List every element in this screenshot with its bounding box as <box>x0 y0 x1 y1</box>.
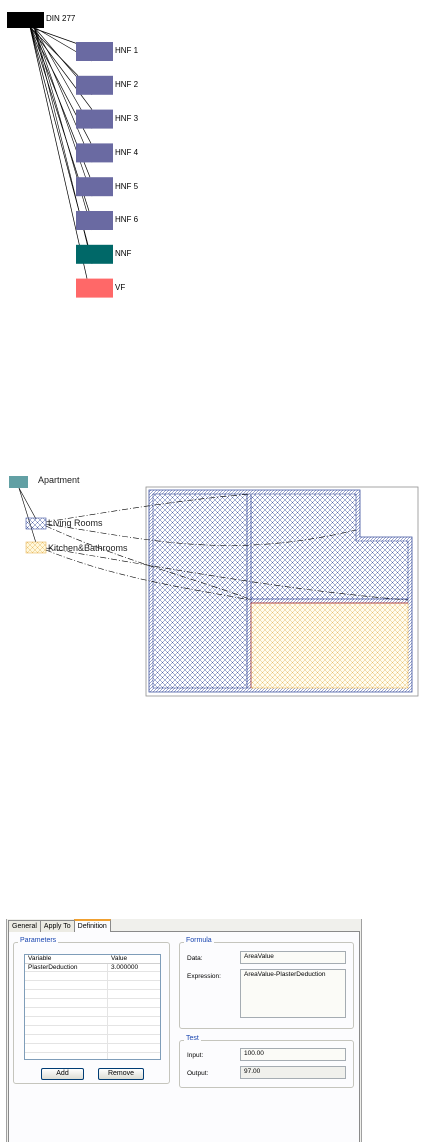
tab-apply-to[interactable]: Apply To <box>39 920 75 932</box>
apartment-plan-diagram <box>9 476 419 697</box>
parameters-grid[interactable]: Variable Value PlasterDeduction 3.000000 <box>24 954 161 1060</box>
tree-node-nnf <box>76 244 113 264</box>
empty-row <box>25 1036 160 1044</box>
empty-row <box>25 1018 160 1026</box>
data-field[interactable]: AreaValue <box>240 951 346 964</box>
empty-row <box>25 973 160 981</box>
hnf5-label: HNF 5 <box>115 182 139 191</box>
nnf-label: NNF <box>115 249 132 258</box>
input-label: Input: <box>187 1052 204 1059</box>
tree-link <box>29 26 93 110</box>
living-connector-1 <box>45 493 251 523</box>
din277-root-node <box>7 12 44 28</box>
hnf2-label: HNF 2 <box>115 80 139 89</box>
kitchen-connector-2 <box>45 549 251 601</box>
empty-row <box>25 1045 160 1053</box>
parameters-group: Parameters <box>13 937 170 1084</box>
tree-node-vf <box>76 278 113 298</box>
kitchen-label: Kitchen&Bathrooms <box>48 543 128 553</box>
din277-tree <box>7 12 113 298</box>
parameters-group-title: Parameters <box>18 937 59 944</box>
empty-row <box>25 1027 160 1035</box>
room-kitchen-hatch <box>250 602 409 689</box>
grid-header-row: Variable Value <box>25 955 160 964</box>
tree-link <box>29 26 79 77</box>
living-rooms-label: Living Rooms <box>48 518 103 528</box>
hnf4-label: HNF 4 <box>115 148 139 157</box>
tree-link <box>33 26 93 197</box>
hnf3-label: HNF 3 <box>115 114 139 123</box>
tree-node-hnf-5 <box>76 177 113 197</box>
tree-node-hnf-2 <box>76 75 113 95</box>
empty-row <box>25 991 160 999</box>
add-button[interactable]: Add <box>41 1068 84 1080</box>
vf-label: VF <box>115 283 126 292</box>
empty-row <box>25 1000 160 1008</box>
din277-root-label: DIN 277 <box>46 14 76 23</box>
remove-button[interactable]: Remove <box>98 1068 144 1080</box>
formula-group: Formula <box>179 937 354 1029</box>
formula-group-title: Formula <box>184 937 214 944</box>
tree-node-hnf-6 <box>76 211 113 230</box>
output-label: Output: <box>187 1070 209 1077</box>
table-row[interactable]: PlasterDeduction 3.000000 <box>25 964 160 972</box>
data-label: Data: <box>187 955 203 962</box>
tree-node-hnf-4 <box>76 143 113 163</box>
apartment-node <box>9 476 28 488</box>
tab-general[interactable]: General <box>8 920 41 932</box>
test-group-title: Test <box>184 1035 201 1042</box>
empty-row <box>25 982 160 990</box>
living-connector-2 <box>45 523 357 546</box>
tree-node-hnf-1 <box>76 42 113 61</box>
hnf1-label: HNF 1 <box>115 46 139 55</box>
dialog-tabs: General Apply To Definition <box>8 919 111 932</box>
column-header-value[interactable]: Value <box>111 955 128 962</box>
cell-value[interactable]: 3.000000 <box>111 964 139 971</box>
kitchen-node-hatch <box>26 542 46 553</box>
apt-link-kitchen <box>18 487 37 544</box>
cell-variable[interactable]: PlasterDeduction <box>28 964 78 971</box>
apartment-label: Apartment <box>38 475 80 485</box>
tree-node-hnf-3 <box>76 109 113 129</box>
output-field: 97.00 <box>240 1066 346 1079</box>
expression-field[interactable]: AreaValue-PlasterDeduction <box>240 969 346 1018</box>
test-group: Test <box>179 1035 354 1088</box>
tab-definition[interactable]: Definition <box>73 919 111 932</box>
tree-link <box>29 26 79 45</box>
empty-row <box>25 1009 160 1017</box>
apt-link-living <box>18 487 37 520</box>
hnf6-label: HNF 6 <box>115 215 139 224</box>
living-rooms-node <box>25 517 47 530</box>
interior-wall-horizontal <box>250 598 409 604</box>
expression-label: Expression: <box>187 973 221 980</box>
tree-link <box>33 26 93 163</box>
input-field[interactable]: 100.00 <box>240 1048 346 1061</box>
interior-wall-vertical <box>246 493 252 689</box>
column-header-variable[interactable]: Variable <box>28 955 52 962</box>
tree-link <box>29 26 88 279</box>
